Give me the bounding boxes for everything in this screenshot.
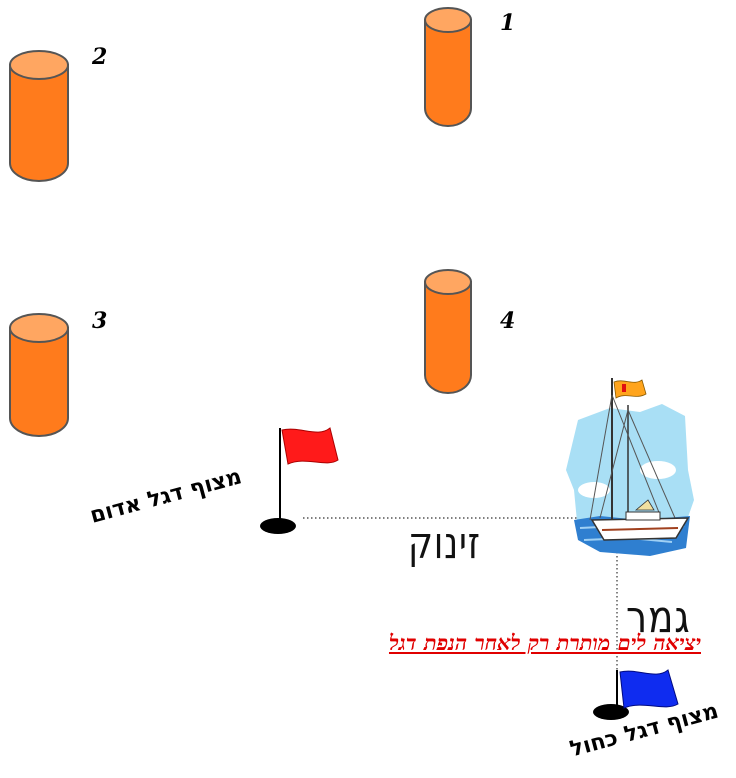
buoy-3-icon xyxy=(9,313,69,437)
finish-label: גמר xyxy=(626,592,691,643)
red-flag-icon xyxy=(260,427,339,534)
blue-flag-icon xyxy=(593,669,679,720)
buoy-4-icon xyxy=(424,269,472,394)
buoy-2-icon xyxy=(9,50,69,182)
buoy-2-number: 2 xyxy=(92,44,108,70)
buoy-1-number: 1 xyxy=(500,10,516,36)
buoy-4-number: 4 xyxy=(500,308,516,334)
sailboat-icon xyxy=(566,378,694,556)
start-label: זינוק xyxy=(408,518,481,569)
warning-text: יציאה לים מותרת רק לאחר הנפת דגל xyxy=(388,630,701,655)
buoy-1-icon xyxy=(424,7,472,127)
buoy-3-number: 3 xyxy=(92,308,108,334)
